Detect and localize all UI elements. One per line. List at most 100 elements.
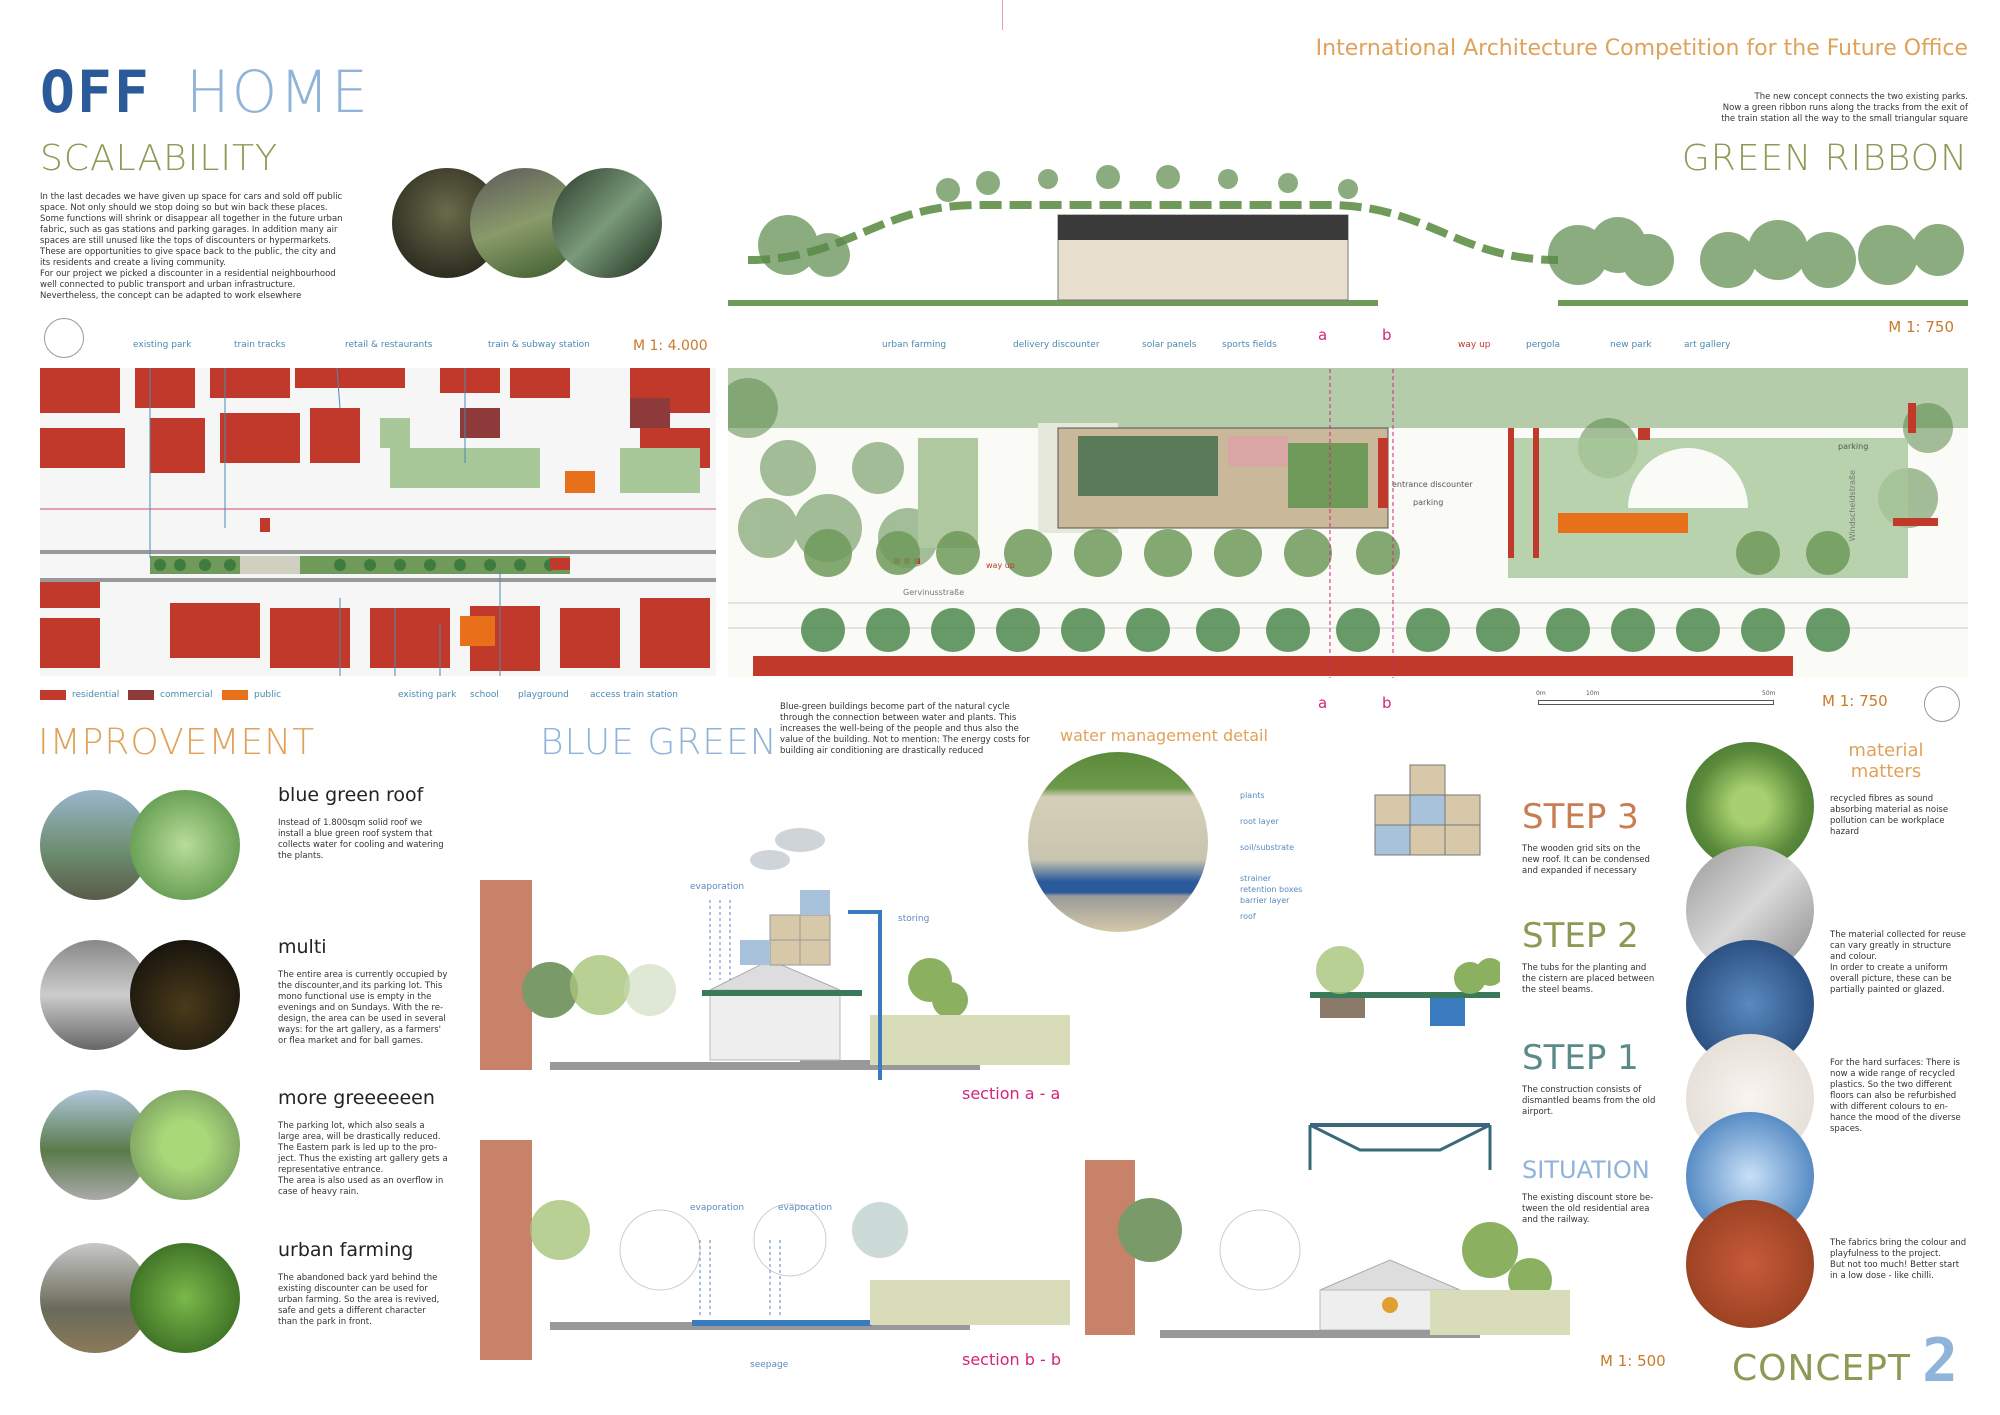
blue-green-title: BLUE GREEN — [540, 722, 778, 763]
logo-off: OFF — [40, 58, 151, 126]
step1-drawing — [1308, 1123, 1492, 1170]
site-plan-map — [40, 368, 716, 676]
green-ribbon-title: GREEN RIBBON — [1681, 138, 1968, 179]
photo-tree — [130, 790, 240, 900]
legend-commercial: commercial — [160, 690, 213, 700]
label-evaporation-b1: evaporation — [690, 1203, 745, 1213]
blue-green-text: Blue-green buildings become part of the … — [780, 702, 1030, 756]
section-a-drawing — [480, 828, 1070, 1080]
cut-b-top: b — [1382, 326, 1392, 344]
label-storing: storing — [898, 914, 930, 924]
photo-lights — [130, 940, 240, 1050]
plan-label-wayup: way up — [1458, 340, 1491, 350]
improve-heading-1: blue green roof — [278, 784, 424, 806]
material-fabric — [1686, 1200, 1814, 1328]
label-seepage: seepage — [750, 1360, 789, 1370]
street-gervinus: Gervinusstraße — [903, 588, 965, 597]
plan-label-solar: solar panels — [1142, 340, 1197, 350]
water-detail-circle — [1028, 752, 1208, 932]
label-evaporation-b2: evaporation — [778, 1203, 833, 1213]
scalebar-10: 10m — [1586, 690, 1600, 697]
photo-bridge — [552, 168, 662, 278]
site-label-park: existing park — [133, 340, 192, 350]
steps-scale: M 1: 500 — [1600, 1352, 1666, 1370]
top-divider — [1002, 0, 1003, 30]
plan-scale-top: M 1: 750 — [1888, 318, 1954, 336]
section-b-drawing — [480, 1140, 1070, 1360]
plan-label-farming: urban farming — [882, 340, 947, 350]
site-label-retail: retail & restaurants — [345, 340, 433, 350]
plan-label-newpark: new park — [1610, 340, 1652, 350]
green-ribbon-elevation — [728, 165, 1968, 306]
cut-a-top: a — [1318, 326, 1328, 344]
section-b-label: section b - b — [962, 1350, 1061, 1369]
label-evaporation-a: evaporation — [690, 882, 745, 892]
site-label-school: school — [470, 690, 499, 700]
label-parking1: parking — [1838, 442, 1869, 451]
step2-title: STEP 2 — [1522, 916, 1639, 956]
logo-home: HOME — [186, 58, 370, 126]
plan-label-pergola: pergola — [1526, 340, 1561, 350]
plan-label-delivery: delivery discounter — [1013, 340, 1100, 350]
water-detail-title: water management detail — [1060, 726, 1268, 745]
step3-drawing — [1374, 764, 1481, 856]
concept-number: 2 — [1922, 1326, 1959, 1396]
cut-a-bottom: a — [1318, 694, 1328, 712]
scalebar-0: 0m — [1536, 690, 1546, 697]
scalebar — [1538, 700, 1774, 705]
concept-label: CONCEPT — [1732, 1348, 1911, 1389]
label-wayup-plan: way up — [986, 561, 1015, 570]
north-arrow-left — [44, 318, 84, 358]
plan-label-gallery: art gallery — [1684, 340, 1731, 350]
intro-text: The new concept connects the two existin… — [1721, 92, 1968, 124]
situation-ground — [1430, 1222, 1570, 1335]
situation-text: The existing discount store be-tween the… — [1522, 1193, 1654, 1225]
step3-title: STEP 3 — [1522, 797, 1639, 837]
plan-label-sports: sports fields — [1222, 340, 1277, 350]
site-label-access: access train station — [590, 690, 678, 700]
scalability-text: In the last decades we have given up spa… — [40, 192, 343, 301]
section-a-label: section a - a — [962, 1084, 1061, 1103]
plan-scale-bottom: M 1: 750 — [1822, 692, 1888, 710]
north-arrow-right — [1924, 686, 1960, 722]
water-detail-layers: plants root layer soil/substrate straine… — [1240, 791, 1303, 921]
photo-leaves — [130, 1243, 240, 1353]
improvement-title: IMPROVEMENT — [38, 722, 316, 763]
legend-residential: residential — [72, 690, 120, 700]
improve-heading-2: multi — [278, 936, 327, 958]
situation-title: SITUATION — [1522, 1156, 1650, 1184]
legend-residential-swatch — [40, 690, 66, 700]
legend-commercial-swatch — [128, 690, 154, 700]
improve-heading-4: urban farming — [278, 1239, 414, 1261]
improve-heading-3: more greeeeeen — [278, 1087, 435, 1109]
site-label-park2: existing park — [398, 690, 457, 700]
scalebar-50: 50m — [1762, 690, 1776, 697]
step2-drawing — [1310, 946, 1500, 1026]
step1-title: STEP 1 — [1522, 1038, 1639, 1078]
street-windscheid: Windscheidstraße — [1848, 470, 1857, 542]
situation-drawing — [1085, 1160, 1480, 1338]
label-parking2: parking — [1413, 498, 1444, 507]
site-label-station: train & subway station — [488, 340, 590, 350]
detail-plan-map — [728, 368, 1968, 678]
competition-title: International Architecture Competition f… — [1315, 36, 1968, 61]
site-label-tracks: train tracks — [234, 340, 286, 350]
cut-b-bottom: b — [1382, 694, 1392, 712]
improve-text-2: The entire area is currently occupied by… — [278, 970, 448, 1046]
site-plan-scale: M 1: 4.000 — [633, 338, 708, 354]
label-entrance: entrance discounter — [1392, 480, 1473, 489]
photo-grass-pavers — [130, 1090, 240, 1200]
legend-public: public — [254, 690, 282, 700]
legend-public-swatch — [222, 690, 248, 700]
